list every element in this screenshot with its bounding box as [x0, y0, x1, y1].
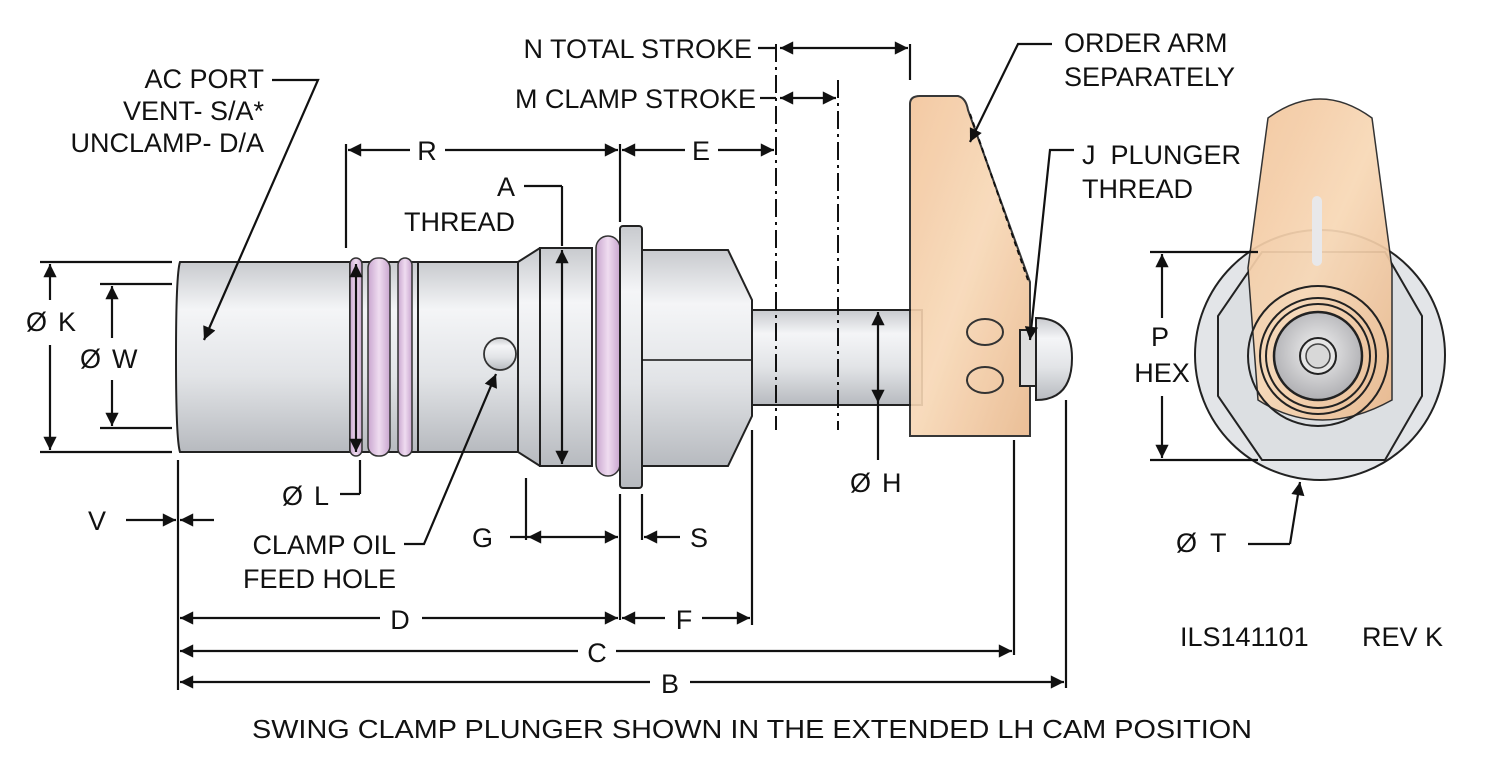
- dim-G-label: G: [472, 523, 493, 553]
- n-total-stroke-label: N TOTAL STROKE: [523, 34, 752, 64]
- body-cylinder: [174, 261, 351, 453]
- hex-line-2: HEX: [1134, 358, 1190, 388]
- dim-L-label: Ø L: [282, 481, 329, 511]
- arm-bolt-1: [966, 318, 1004, 346]
- thread-section: [539, 247, 593, 467]
- dim-C-label: C: [587, 638, 607, 668]
- flange: [619, 225, 643, 489]
- svg-text:H: H: [882, 468, 902, 498]
- labels: AC PORT VENT- S/A* UNCLAMP- D/A N TOTAL …: [26, 28, 1443, 744]
- hex-line-1: P: [1151, 322, 1169, 352]
- dim-R-label: R: [417, 136, 437, 166]
- hex-section: [641, 249, 753, 467]
- svg-text:Ø: Ø: [1176, 528, 1197, 558]
- title-note: SWING CLAMP PLUNGER SHOWN IN THE EXTENDE…: [252, 714, 1252, 744]
- dim-V-label: V: [88, 506, 106, 536]
- oring-3: [397, 257, 413, 457]
- clamp-oil-line-2: FEED HOLE: [243, 564, 396, 594]
- clamp-oil-line-1: CLAMP OIL: [252, 530, 396, 560]
- arm-bolt-2: [966, 366, 1004, 394]
- dim-K-label: Ø K: [26, 307, 76, 337]
- dim-F-label: F: [676, 605, 693, 635]
- dim-T-label: Ø T: [1176, 528, 1227, 558]
- clamp-arm: [909, 95, 1031, 437]
- plunger-thread-line-2: THREAD: [1082, 174, 1193, 204]
- a-thread-line-1: A: [497, 172, 515, 202]
- dim-D-label: D: [390, 605, 410, 635]
- plunger-end-view: [1194, 98, 1446, 481]
- dimension-lines: [43, 41, 1305, 689]
- dim-E-label: E: [692, 136, 710, 166]
- svg-text:W: W: [112, 344, 138, 374]
- dim-H-label: Ø H: [850, 468, 902, 498]
- svg-text:T: T: [1210, 528, 1227, 558]
- plunger-tip: [1035, 316, 1074, 402]
- ac-port-line-1: AC PORT: [144, 64, 264, 94]
- order-arm-line-1: ORDER ARM: [1064, 28, 1228, 58]
- order-arm-line-2: SEPARATELY: [1064, 62, 1235, 92]
- extension-lines: [40, 44, 1258, 690]
- a-thread-line-2: THREAD: [404, 207, 515, 237]
- revision: REV K: [1362, 622, 1443, 652]
- svg-text:Ø: Ø: [282, 481, 303, 511]
- dim-S-label: S: [690, 523, 708, 553]
- svg-text:Ø: Ø: [26, 307, 47, 337]
- plunger-thread-line-1: J PLUNGER: [1082, 140, 1241, 170]
- svg-text:Ø: Ø: [850, 468, 871, 498]
- clamp-oil-feed-hole: [483, 337, 517, 371]
- oring-4: [595, 235, 621, 477]
- ac-port-line-2: VENT- S/A*: [123, 96, 265, 126]
- oring-2: [367, 257, 391, 457]
- ac-port-line-3: UNCLAMP- D/A: [70, 128, 264, 158]
- leader-lines: [202, 42, 1074, 546]
- plunger-rod: [751, 309, 923, 406]
- svg-text:L: L: [314, 481, 329, 511]
- m-clamp-stroke-label: M CLAMP STROKE: [515, 84, 756, 114]
- plunger-side-view: [174, 95, 1074, 489]
- svg-text:Ø: Ø: [80, 344, 101, 374]
- svg-text:K: K: [58, 307, 76, 337]
- dim-W-label: Ø W: [80, 344, 138, 374]
- drawing-number: ILS141101: [1180, 622, 1309, 652]
- dim-B-label: B: [661, 669, 679, 699]
